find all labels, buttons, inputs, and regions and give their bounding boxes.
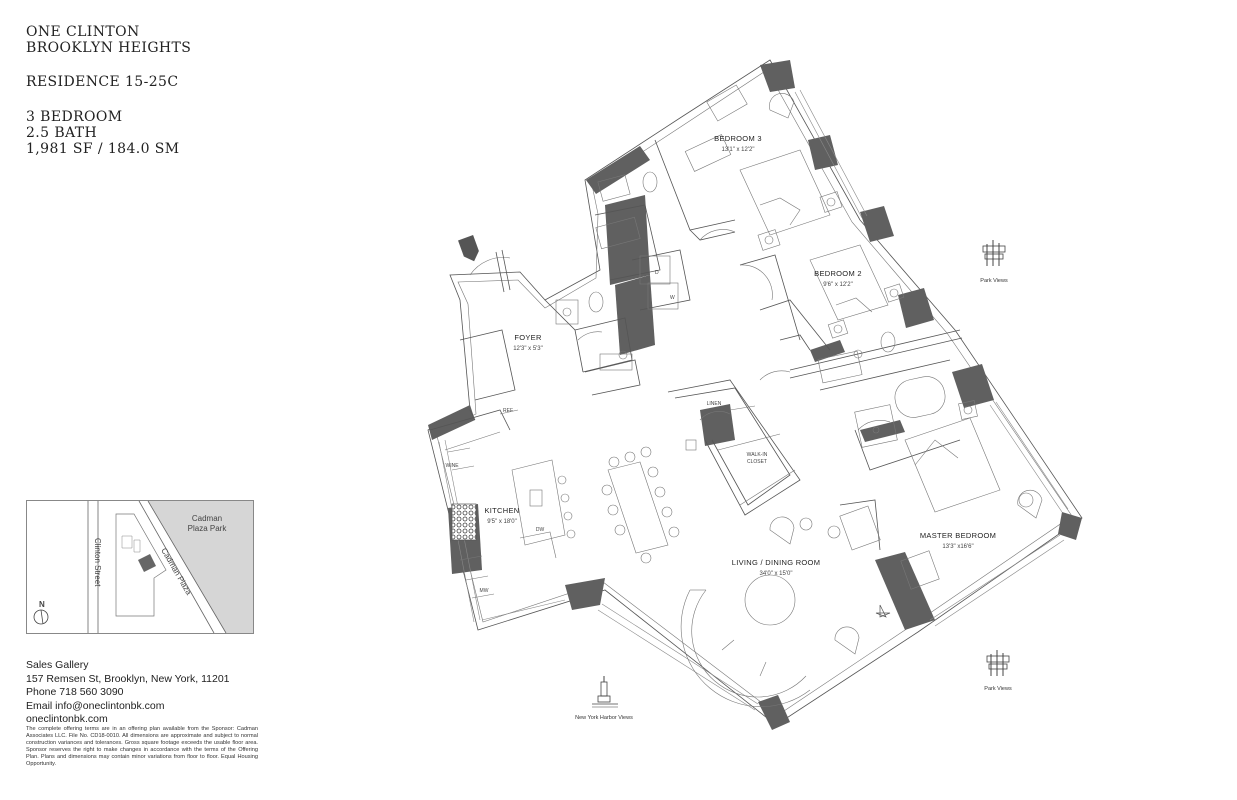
kitchen-island xyxy=(511,459,566,546)
building-footprint xyxy=(115,513,167,617)
living-dining-dims: 34'0" x 15'0" xyxy=(760,571,793,577)
armchair-icon xyxy=(1017,489,1043,519)
view-park-bottom: Park Views xyxy=(984,650,1012,692)
coffee-table xyxy=(744,574,796,626)
cooktop-icon xyxy=(451,503,477,541)
master-bedroom-label: MASTER BEDROOM xyxy=(920,531,996,540)
sales-gallery-title: Sales Gallery xyxy=(26,659,89,671)
interior-walls xyxy=(429,139,963,551)
bathtub-icon xyxy=(595,216,641,250)
park-label-1: Cadman xyxy=(192,514,222,523)
dining-table xyxy=(601,446,680,564)
linen-label: LINEN xyxy=(707,401,722,407)
living-dining-label: LIVING / DINING ROOM xyxy=(732,558,821,567)
sales-contact: Sales Gallery 157 Remsen St, Brooklyn, N… xyxy=(26,659,230,727)
view-harbor: New York Harbor Views xyxy=(575,676,633,721)
sales-address: 157 Remsen St, Brooklyn, New York, 11201 xyxy=(26,672,230,685)
building-name: ONE CLINTON xyxy=(26,24,140,40)
wine-label: WINE xyxy=(445,463,459,469)
kitchen-furniture xyxy=(447,409,576,599)
bath-count: 2.5 BATH xyxy=(26,125,98,141)
powder-room xyxy=(555,291,633,371)
mw-label: MW xyxy=(480,588,489,594)
closet-label-1: WALK-IN xyxy=(747,452,768,458)
dw-label: DW xyxy=(536,527,545,533)
location-map: Cadman Plaza Park Clinton Street Cadman … xyxy=(26,500,254,634)
park-area xyxy=(148,501,253,633)
residence-header: RESIDENCE 15-25C xyxy=(26,74,178,90)
legal-disclaimer: The complete offering terms are in an of… xyxy=(26,726,258,767)
kitchen-label: KITCHEN xyxy=(484,506,519,515)
view-park-top: Park Views xyxy=(980,240,1008,284)
bathroom-2 xyxy=(817,331,896,384)
park-views-label-top: Park Views xyxy=(980,278,1008,284)
armchair-icon xyxy=(834,626,860,655)
kitchen-dims: 9'5" x 18'0" xyxy=(487,519,517,525)
bedroom-2-dims: 9'6" x 12'2" xyxy=(823,282,853,288)
room-labels: BEDROOM 3 13'1" x 12'2" BEDROOM 2 9'6" x… xyxy=(445,134,996,594)
bedroom-3-dims: 13'1" x 12'2" xyxy=(722,147,755,153)
bedroom-count: 3 BEDROOM xyxy=(26,109,123,125)
foyer-dims: 12'3" x 5'3" xyxy=(513,346,543,352)
living-room-furniture xyxy=(680,439,891,707)
sales-email[interactable]: Email info@oneclintonbk.com xyxy=(26,699,165,712)
building-header: ONE CLINTON BROOKLYN HEIGHTS xyxy=(26,24,191,56)
exterior-walls xyxy=(427,59,1083,730)
sales-phone: Phone 718 560 3090 xyxy=(26,686,124,698)
armchair-icon xyxy=(769,93,795,119)
bathtub-icon xyxy=(894,376,946,418)
closet-label-2: CLOSET xyxy=(747,459,767,465)
sales-website[interactable]: oneclintonbk.com xyxy=(26,713,108,725)
bedroom-3-furniture xyxy=(684,84,843,251)
plant-icon xyxy=(875,604,891,618)
entry-arrow-icon xyxy=(458,235,479,262)
toilet-icon xyxy=(880,331,896,353)
bedroom-3-label: BEDROOM 3 xyxy=(714,134,762,143)
bedroom-2-furniture xyxy=(809,244,905,339)
ref-label: REF xyxy=(503,408,513,414)
armchair-icon xyxy=(769,516,795,545)
neighborhood-name: BROOKLYN HEIGHTS xyxy=(26,40,192,56)
park-label-2: Plaza Park xyxy=(188,524,228,533)
unit-marker xyxy=(138,554,156,572)
master-bedroom-dims: 13'3" x16'6" xyxy=(942,544,973,550)
residence-number: RESIDENCE 15-25C xyxy=(26,74,179,90)
unit-area: 1,981 SF / 184.0 SM xyxy=(26,141,180,157)
statue-of-liberty-icon xyxy=(592,676,618,708)
bathroom-1 xyxy=(595,171,658,250)
tree-icon xyxy=(986,650,1010,676)
toilet-icon xyxy=(642,171,658,193)
tree-icon xyxy=(982,240,1006,266)
bedroom-2-label: BEDROOM 2 xyxy=(814,269,862,278)
laundry: D W xyxy=(639,255,679,310)
entry-door xyxy=(458,235,511,293)
dryer-label: D xyxy=(655,270,659,276)
north-label: N xyxy=(39,600,45,609)
foyer-label: FOYER xyxy=(514,333,542,342)
toilet-icon xyxy=(588,291,604,313)
walk-in-closet xyxy=(717,405,796,506)
washer-label: W xyxy=(670,295,675,301)
unit-summary: 3 BEDROOM 2.5 BATH 1,981 SF / 184.0 SM xyxy=(26,109,180,157)
harbor-views-label: New York Harbor Views xyxy=(575,715,633,721)
clinton-street-label: Clinton Street xyxy=(93,538,102,587)
park-views-label-bottom: Park Views xyxy=(984,686,1012,692)
door-swings xyxy=(577,229,891,431)
master-bedroom-furniture xyxy=(839,417,1043,590)
